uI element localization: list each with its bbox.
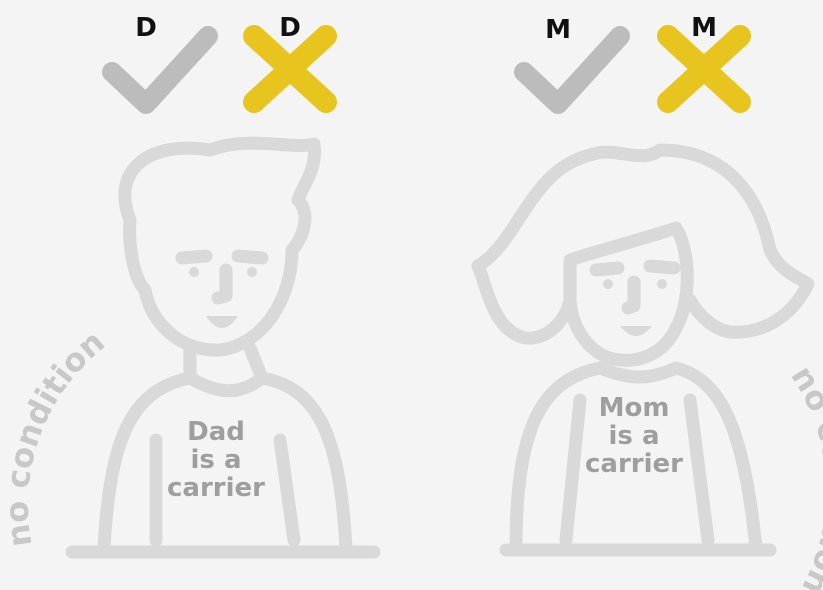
dad-shirt-line-2: is a [191,445,242,475]
mom-check-mark: M [514,15,630,114]
dad-cross-letter: D [279,13,301,43]
mom-torso [509,361,763,555]
dad-shirt-text: Dad is a carrier [167,417,265,503]
mom-shirt-line-2: is a [609,421,660,451]
mom-eyebrow-left [589,261,625,277]
dad-check-mark: D [102,13,218,114]
mom-arc-label: no condition [783,359,823,590]
dad-head-outline [118,136,322,357]
mom-eyebrow-right [643,259,681,275]
dad-check-letter: D [135,13,157,43]
dad-eye-right [247,267,257,277]
dad-mouth [206,316,238,328]
dad-torso [97,371,353,555]
mom-hair-left [471,259,577,345]
dad-eye-left [189,267,199,277]
dad-shirt-line-1: Dad [187,417,245,447]
dad-arc-label-path: no condition [0,322,112,549]
dad-eyebrow-right [231,249,269,265]
cross-icon [657,25,751,113]
mom-shirt-text: Mom is a carrier [585,393,683,479]
mom-cross-mark: M [657,13,751,113]
dad-arc-label: no condition [0,322,112,549]
mom-shirt-line-3: carrier [585,449,683,479]
dad-shirt-line-3: carrier [167,473,265,503]
mom-left-arm [559,393,587,547]
mom-shirt-line-1: Mom [599,393,670,423]
mom-mouth [620,326,652,336]
mom-check-letter: M [545,15,571,45]
mom-face-details [603,279,667,336]
check-icon [514,26,630,114]
dad-right-arm [273,433,301,547]
dad-figure [65,136,381,559]
mom-arc-label-path: no condition [783,359,823,590]
mom-figure [471,143,815,557]
dad-cross-mark: D [243,13,337,113]
dad-nose [211,263,233,305]
mom-nose [621,275,641,315]
check-icon [102,26,218,114]
mom-cross-letter: M [691,13,717,43]
dad-eyebrow-left [175,249,213,265]
mom-hair-outline [471,143,815,339]
mom-face-outline [563,221,694,367]
mom-eye-right [657,279,667,289]
cross-icon [243,25,337,113]
mom-eye-left [603,279,613,289]
mom-right-arm [683,393,715,547]
dad-face-details [189,267,257,328]
